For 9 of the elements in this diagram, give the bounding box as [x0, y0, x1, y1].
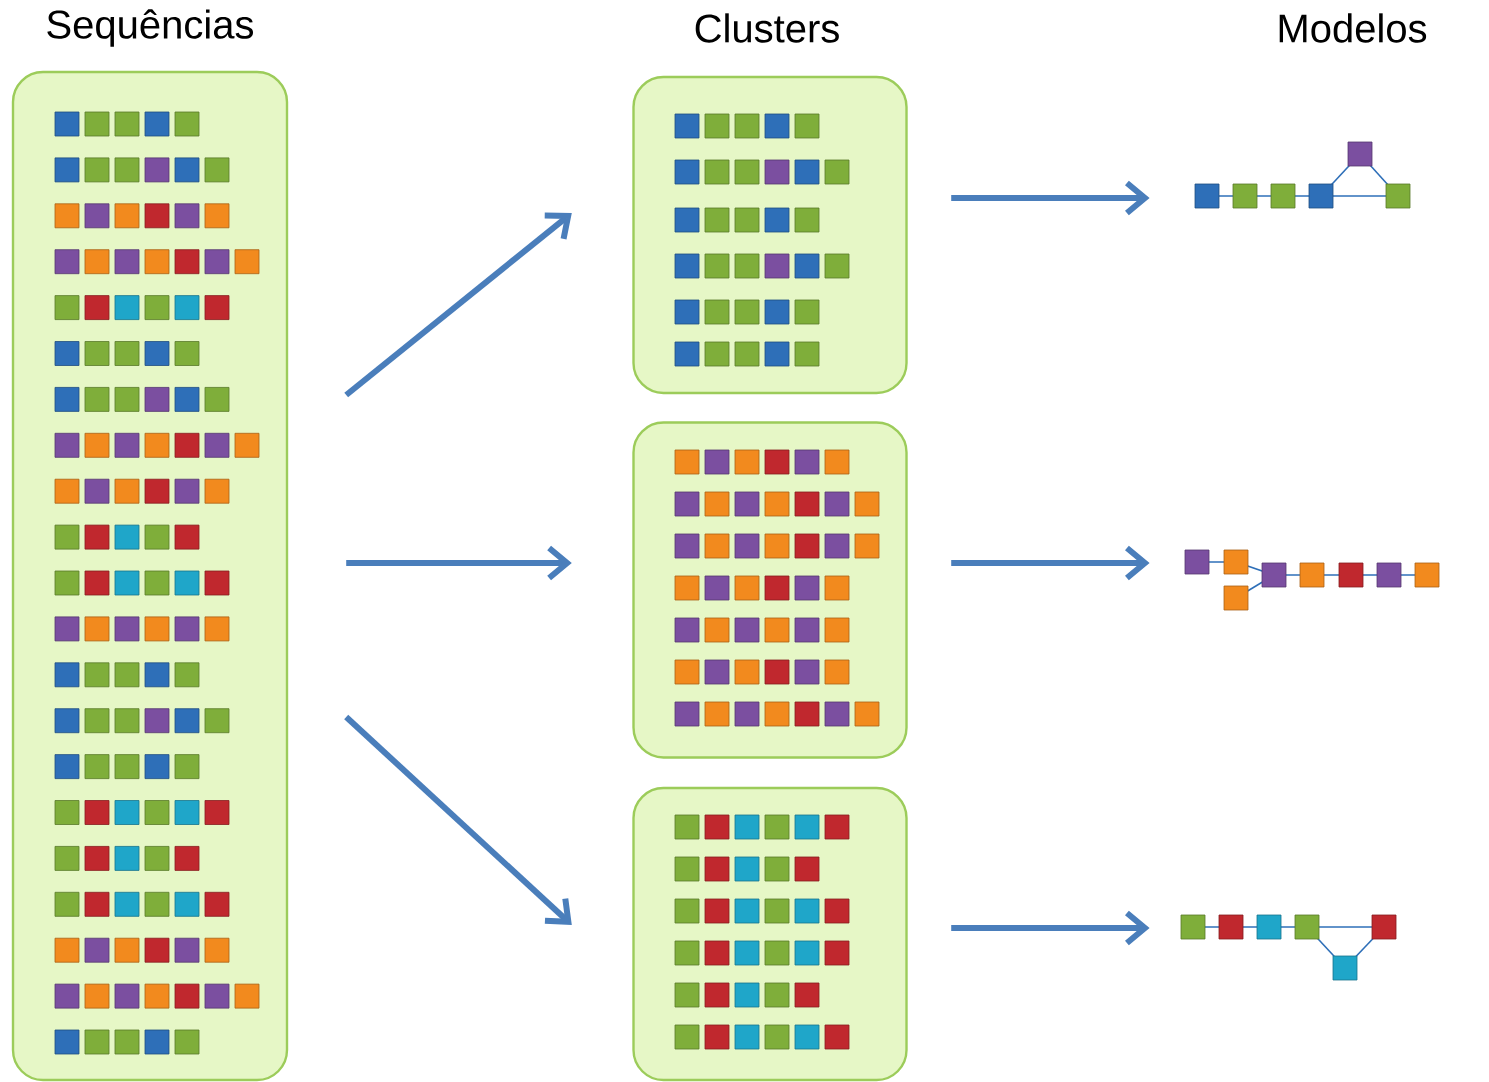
arrow	[344, 212, 572, 398]
model-drawing	[1180, 914, 1397, 981]
arrow	[344, 714, 572, 925]
model-drawing	[1184, 549, 1440, 611]
arrow	[346, 545, 572, 581]
arrow	[951, 910, 1150, 946]
arrow	[951, 545, 1150, 581]
model-drawing	[1194, 141, 1411, 209]
arrow	[951, 180, 1150, 216]
